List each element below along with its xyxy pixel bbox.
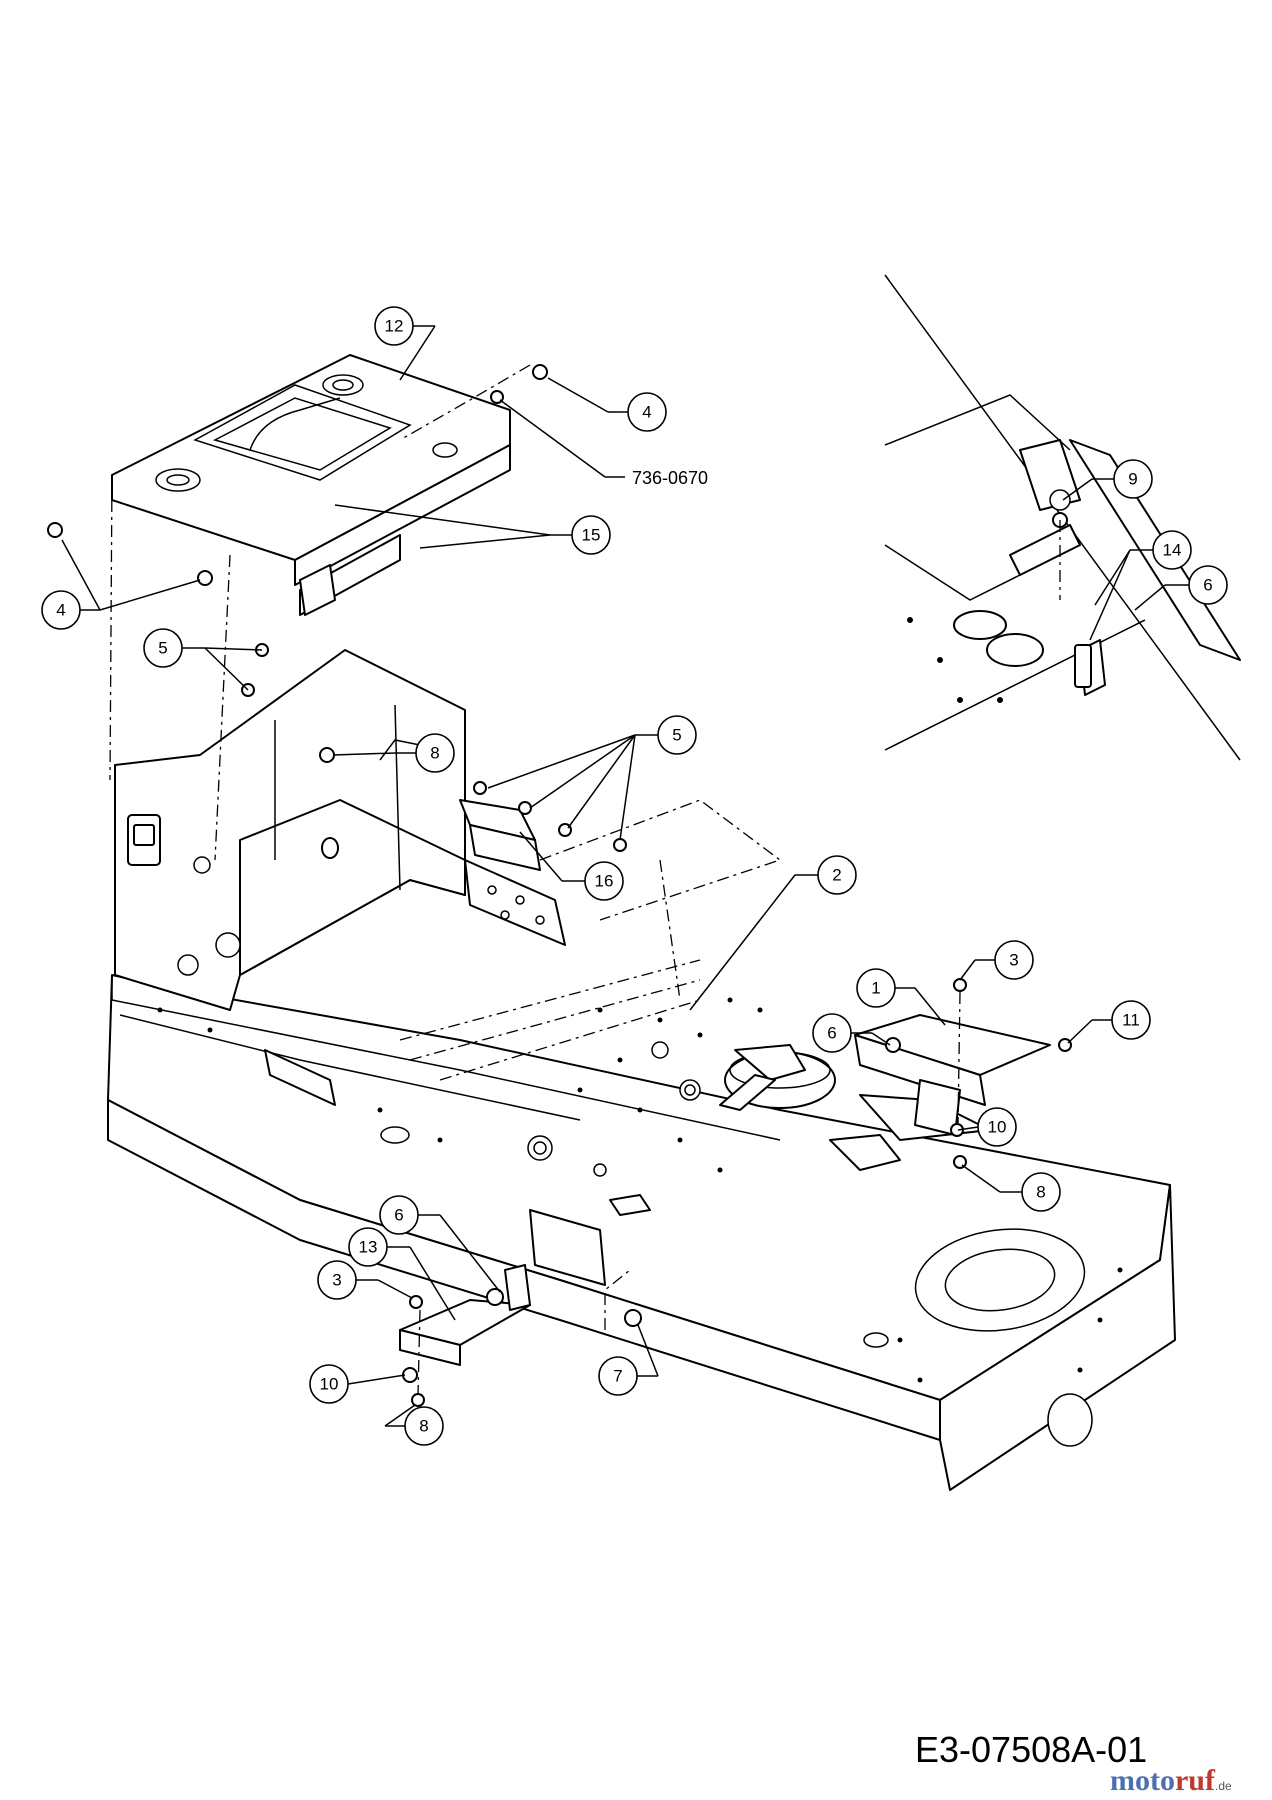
part-number-label: 736-0670 bbox=[632, 468, 708, 488]
svg-text:1: 1 bbox=[871, 979, 880, 998]
svg-text:15: 15 bbox=[582, 526, 601, 545]
callout-6-right: 6 bbox=[812, 1013, 852, 1053]
callout-5-right: 5 bbox=[657, 715, 697, 755]
reference-code: E3-07508A-01 bbox=[915, 1729, 1147, 1770]
callout-6-bottom: 6 bbox=[379, 1195, 419, 1235]
callout-1: 1 bbox=[856, 968, 896, 1008]
callout-4-top: 4 bbox=[627, 392, 667, 432]
callout-14: 14 bbox=[1152, 530, 1192, 570]
svg-text:6: 6 bbox=[827, 1024, 836, 1043]
watermark-logo: motoruf.de bbox=[1110, 1764, 1232, 1797]
callout-11: 11 bbox=[1111, 1000, 1151, 1040]
callout-7: 7 bbox=[598, 1356, 638, 1396]
inset-detail bbox=[884, 274, 1241, 761]
assembly-lines bbox=[109, 364, 1061, 1396]
svg-text:8: 8 bbox=[1036, 1183, 1045, 1202]
svg-text:10: 10 bbox=[988, 1118, 1007, 1137]
svg-text:16: 16 bbox=[595, 872, 614, 891]
callout-12: 12 bbox=[374, 306, 414, 346]
svg-text:2: 2 bbox=[832, 866, 841, 885]
callout-15: 15 bbox=[571, 515, 611, 555]
svg-text:3: 3 bbox=[332, 1271, 341, 1290]
svg-text:6: 6 bbox=[394, 1206, 403, 1225]
callout-6-inset: 6 bbox=[1188, 565, 1228, 605]
svg-text:motoruf.de: motoruf.de bbox=[1110, 1764, 1232, 1797]
callout-8-upper: 8 bbox=[415, 733, 455, 773]
svg-text:11: 11 bbox=[1122, 1011, 1140, 1030]
callout-9: 9 bbox=[1113, 459, 1153, 499]
svg-text:5: 5 bbox=[158, 639, 167, 658]
callout-8-bottom: 8 bbox=[404, 1406, 444, 1446]
svg-text:3: 3 bbox=[1009, 951, 1018, 970]
seat-pan bbox=[111, 354, 511, 616]
svg-text:9: 9 bbox=[1128, 470, 1137, 489]
svg-text:7: 7 bbox=[613, 1367, 622, 1386]
callout-12-label: 12 bbox=[385, 317, 404, 336]
svg-text:4: 4 bbox=[642, 403, 651, 422]
callout-13: 13 bbox=[348, 1227, 388, 1267]
callout-2: 2 bbox=[817, 855, 857, 895]
callouts: 12 4 4 736-0670 15 bbox=[41, 306, 1228, 1446]
callout-3-bottom: 3 bbox=[317, 1260, 357, 1300]
svg-text:8: 8 bbox=[419, 1417, 428, 1436]
callout-10-right: 10 bbox=[977, 1107, 1017, 1147]
svg-text:10: 10 bbox=[320, 1375, 339, 1394]
deck-holes bbox=[157, 997, 1123, 1383]
loose-parts bbox=[47, 364, 1092, 1407]
rear-fender-frame bbox=[114, 649, 566, 1011]
callout-16: 16 bbox=[584, 861, 624, 901]
callout-3-right: 3 bbox=[994, 940, 1034, 980]
callout-5-left: 5 bbox=[143, 628, 183, 668]
svg-text:4: 4 bbox=[56, 601, 65, 620]
callout-8-right: 8 bbox=[1021, 1172, 1061, 1212]
svg-text:8: 8 bbox=[430, 744, 439, 763]
callout-10-bottom: 10 bbox=[309, 1364, 349, 1404]
svg-text:13: 13 bbox=[359, 1238, 378, 1257]
callout-4-left: 4 bbox=[41, 590, 81, 630]
svg-text:14: 14 bbox=[1163, 541, 1182, 560]
svg-text:5: 5 bbox=[672, 726, 681, 745]
svg-text:6: 6 bbox=[1203, 576, 1212, 595]
